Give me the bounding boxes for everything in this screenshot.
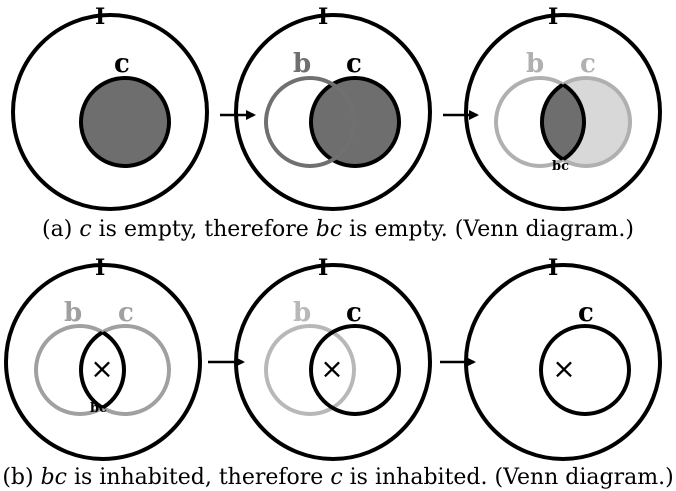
set-c-label: c — [578, 298, 594, 328]
panel-b3: I c × — [464, 255, 662, 461]
universe-label: I — [318, 4, 328, 30]
cross-mark-icon: × — [320, 352, 343, 385]
universe-label: I — [95, 4, 105, 30]
intersection-label: bc — [90, 401, 107, 416]
set-b-circle — [264, 324, 356, 416]
intersection-outline-b — [81, 326, 126, 414]
set-b-circle — [264, 76, 356, 168]
caption-b: (b) bc is inhabited, therefore c is inha… — [2, 465, 673, 490]
universe-circle — [464, 13, 662, 211]
cross-mark-icon: × — [552, 352, 575, 385]
intersection-outline-c — [540, 78, 584, 166]
cross-mark-icon: × — [90, 352, 113, 385]
caption-a: (a) c is empty, therefore bc is empty. (… — [42, 217, 634, 242]
set-b-label: b — [293, 298, 311, 328]
panel-a2: I b c — [234, 4, 432, 211]
universe-label: I — [548, 4, 558, 30]
set-c-circle — [79, 76, 171, 168]
panel-b1: I b c × bc — [4, 255, 202, 461]
universe-circle — [234, 263, 432, 461]
intersection-outline-c — [79, 326, 124, 414]
intersection-label: bc — [552, 159, 569, 174]
universe-circle — [234, 13, 432, 211]
set-c-label: c — [346, 298, 362, 328]
set-c-label: c — [118, 298, 134, 328]
intersection-fill — [542, 78, 584, 166]
universe-circle — [11, 13, 209, 211]
set-c-circle — [539, 324, 631, 416]
intersection-outline-b — [542, 78, 586, 166]
universe-label: I — [318, 255, 328, 281]
set-c-circle — [309, 324, 401, 416]
set-b-label: b — [526, 49, 544, 79]
universe-label: I — [95, 255, 105, 281]
set-c-label: c — [580, 49, 596, 79]
panel-a3: I b c bc — [464, 4, 662, 211]
set-c-label: c — [114, 49, 130, 79]
set-b-label: b — [64, 298, 82, 328]
universe-circle — [4, 263, 202, 461]
universe-label: I — [548, 255, 558, 281]
panel-a1: I c — [11, 4, 209, 211]
panel-b2: I b c × — [234, 255, 432, 461]
set-c-label: c — [346, 49, 362, 79]
universe-circle — [464, 263, 662, 461]
set-b-label: b — [293, 49, 311, 79]
